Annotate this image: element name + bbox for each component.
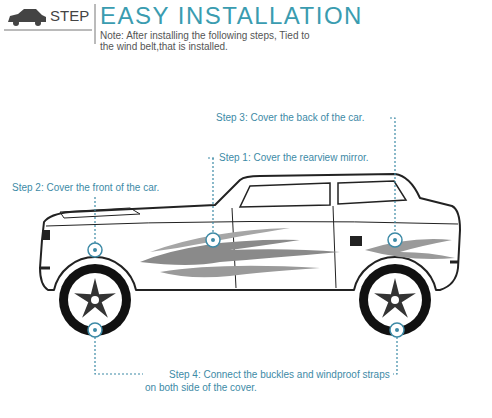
step-label: Step 1: Cover the rearview mirror. — [217, 152, 371, 164]
marker-dots — [93, 238, 399, 332]
rear-bumper — [450, 261, 459, 264]
leader-lines — [95, 118, 397, 374]
rear-wheel — [359, 264, 431, 336]
header-divider — [95, 4, 96, 44]
hood-scoop — [60, 208, 140, 218]
belt-line — [46, 221, 458, 226]
car-icon-wheel — [35, 20, 41, 26]
heading: EASY INSTALLATION — [100, 2, 363, 30]
side-scoop — [350, 236, 362, 246]
front-wheel — [59, 264, 131, 336]
attachment-markers — [88, 233, 404, 337]
rear-window — [338, 181, 406, 204]
note-text: Note: After installing the following ste… — [100, 30, 322, 52]
step-word: STEP — [50, 7, 89, 25]
header-rule — [4, 30, 92, 31]
step-label: Step 2: Cover the front of the car. — [10, 182, 161, 194]
side-window — [240, 183, 330, 207]
car-icon — [8, 9, 46, 22]
headlight — [42, 230, 50, 240]
front-bumper — [40, 267, 50, 270]
flame-decal — [140, 240, 340, 265]
step-label: Step 4: Connect the buckles and windproo… — [143, 368, 393, 394]
door-line — [333, 206, 336, 288]
flame-decal — [365, 239, 455, 259]
flame-decal — [150, 228, 290, 252]
flame-decal — [160, 266, 320, 278]
step-label: Step 3: Cover the back of the car. — [214, 112, 366, 124]
car-icon-wheel — [13, 20, 19, 26]
